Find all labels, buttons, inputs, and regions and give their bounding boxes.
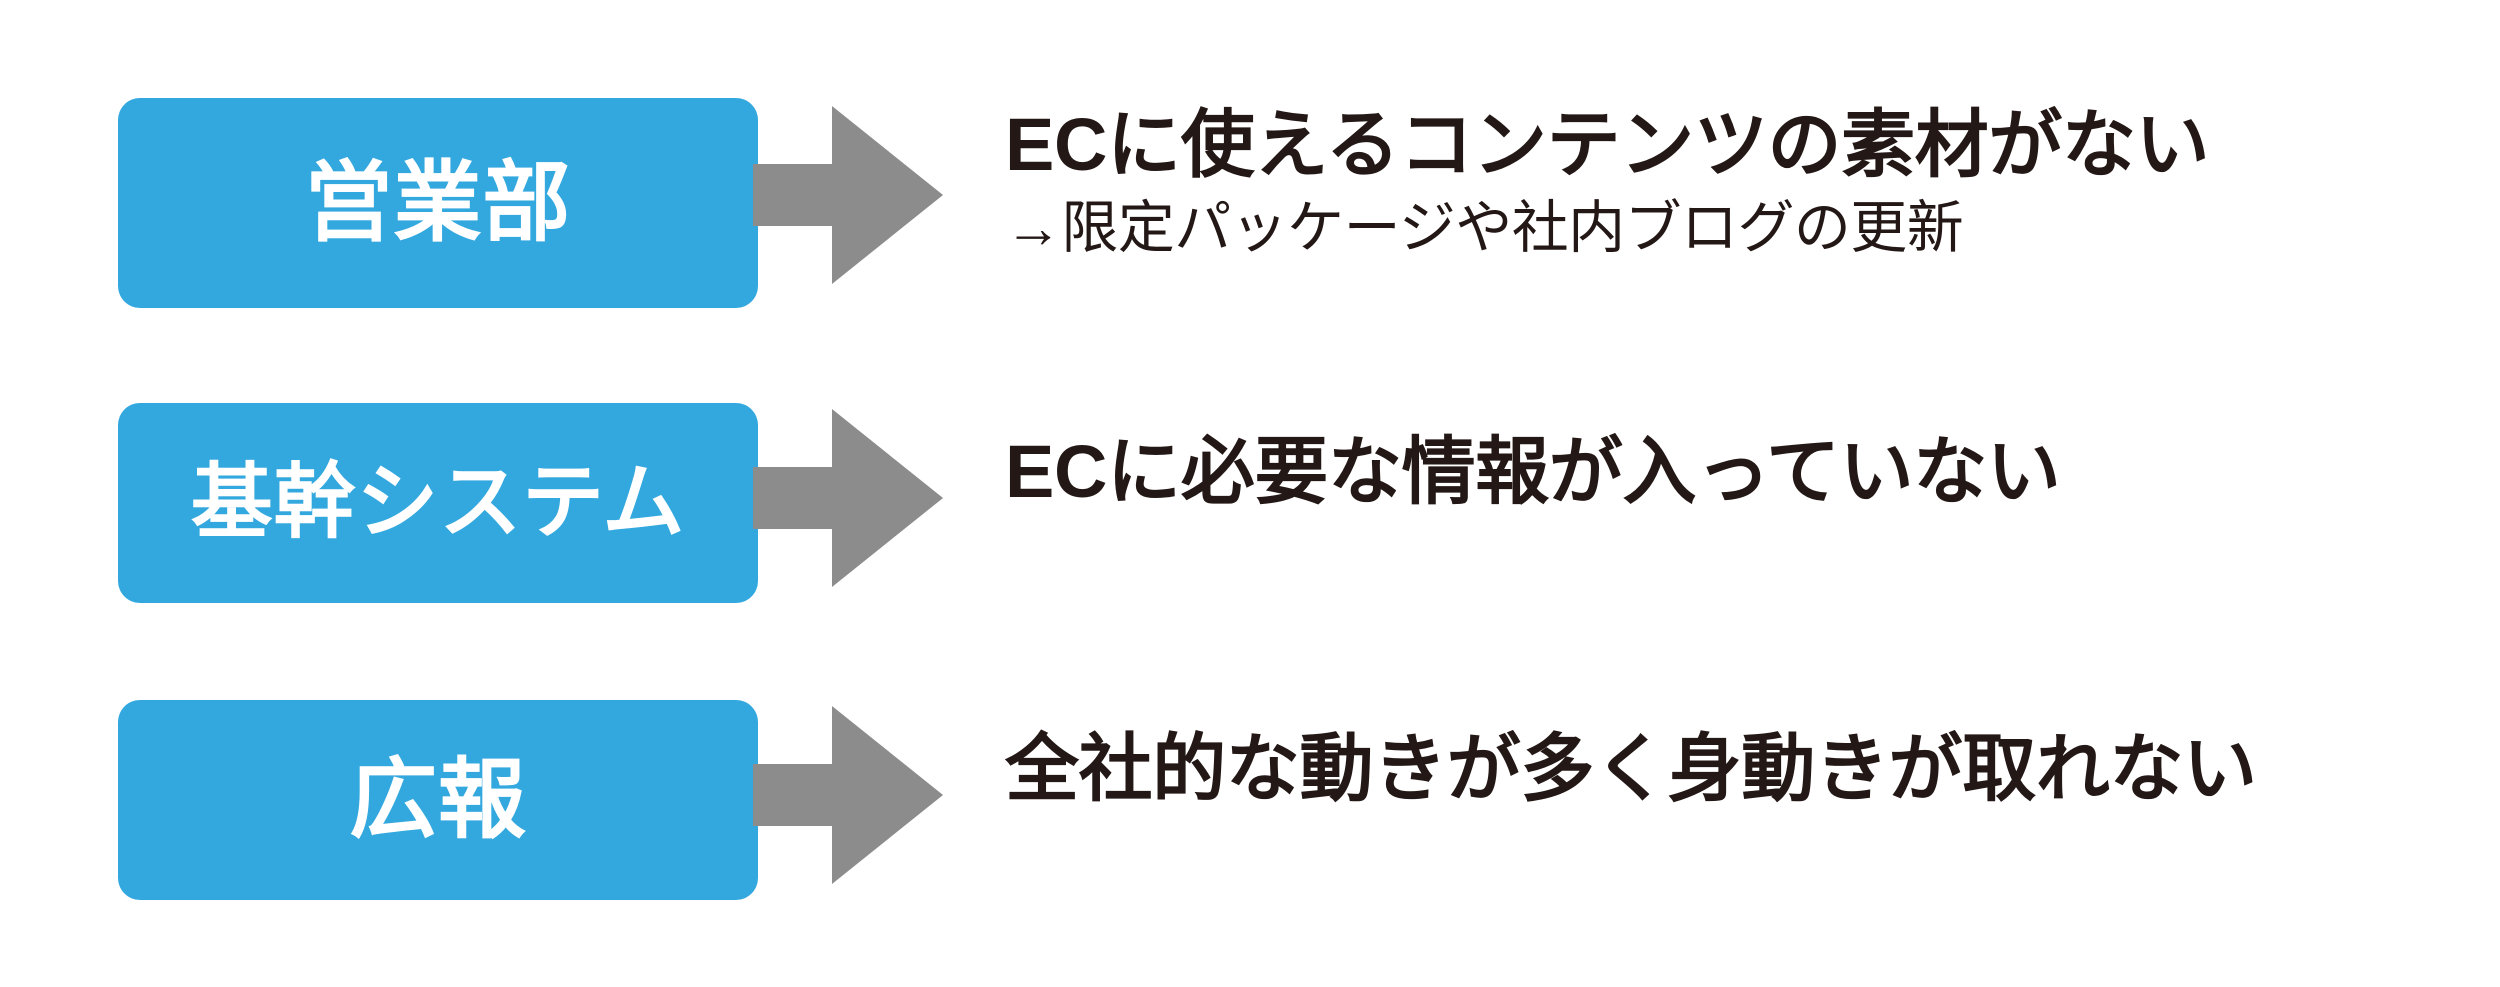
issue-message-main: 全社的な動きが多く身動きが取れない: [1005, 727, 2257, 810]
right-arrow-icon: [753, 706, 943, 884]
diagram-row: 営業部 ECに使えるコンテンツの素材がない →限定パッケージや社内ブログの更新: [0, 98, 2500, 328]
issue-message: 全社的な動きが多く身動きが取れない: [1005, 726, 2490, 812]
right-arrow-icon: [753, 106, 943, 284]
issue-message: ECに必要な情報が入っていない: [1005, 429, 2490, 515]
department-label: 広報: [349, 750, 527, 849]
issue-message: ECに使えるコンテンツの素材がない →限定パッケージや社内ブログの更新: [1005, 102, 2490, 262]
department-label: 営業部: [304, 153, 572, 252]
department-box-sales[interactable]: 営業部: [118, 98, 758, 308]
diagram-row: 基幹システム ECに必要な情報が入っていない: [0, 403, 2500, 603]
issue-message-main: ECに使えるコンテンツの素材がない: [1005, 103, 2210, 186]
department-label: 基幹システム: [190, 457, 686, 548]
department-box-pr[interactable]: 広報: [118, 700, 758, 900]
issue-message-sub: →限定パッケージや社内ブログの更新: [1005, 195, 1964, 260]
diagram-row: 広報 全社的な動きが多く身動きが取れない: [0, 700, 2500, 900]
department-box-core-system[interactable]: 基幹システム: [118, 403, 758, 603]
issue-message-main: ECに必要な情報が入っていない: [1005, 430, 2061, 513]
right-arrow-icon: [753, 409, 943, 587]
